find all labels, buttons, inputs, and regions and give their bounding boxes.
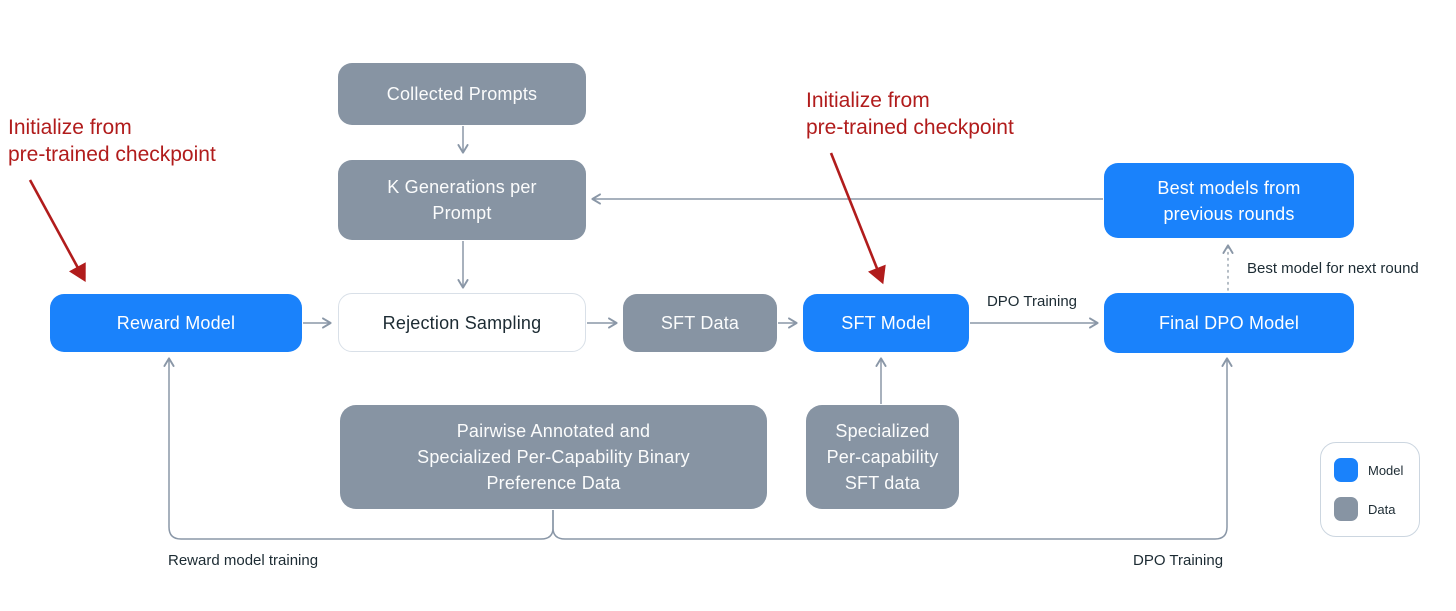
arrow-pairwise-to-rewardmodel-loop <box>163 357 554 540</box>
node-final-dpo-model: Final DPO Model <box>1104 293 1354 353</box>
annotation-initialize-left: Initialize from pre-trained checkpoint <box>8 116 216 166</box>
legend-model-label: Model <box>1368 462 1404 478</box>
node-rejection-sampling: Rejection Sampling <box>338 293 586 352</box>
legend-data-label: Data <box>1368 501 1396 517</box>
model-color-swatch <box>1334 458 1358 482</box>
node-best-models-previous-rounds: Best models from previous rounds <box>1104 163 1354 238</box>
node-sft-model: SFT Model <box>803 294 969 352</box>
label-reward-model-training: Reward model training <box>168 552 319 569</box>
red-arrow-initialize-reward-model <box>28 179 86 283</box>
label-dpo-training-top: DPO Training <box>986 293 1078 310</box>
label-best-model-next-round: Best model for next round <box>1247 260 1419 277</box>
data-color-swatch <box>1334 497 1358 521</box>
node-collected-prompts: Collected Prompts <box>338 63 586 125</box>
legend-row-data: Data <box>1334 497 1419 521</box>
node-k-generations-per-prompt: K Generations per Prompt <box>338 160 586 240</box>
red-arrow-initialize-sft-model <box>829 152 886 285</box>
legend-row-model: Model <box>1334 458 1419 482</box>
node-sft-data: SFT Data <box>623 294 777 352</box>
arrow-pairwise-to-finaldpo-loop <box>552 357 1233 540</box>
node-reward-model: Reward Model <box>50 294 302 352</box>
node-pairwise-preference-data: Pairwise Annotated and Specialized Per-C… <box>340 405 767 509</box>
legend: Model Data <box>1320 442 1420 537</box>
label-dpo-training-bottom: DPO Training <box>1133 552 1224 569</box>
annotation-initialize-right: Initialize from pre-trained checkpoint <box>806 89 1014 139</box>
node-specialized-sft-data: Specialized Per-capability SFT data <box>806 405 959 509</box>
